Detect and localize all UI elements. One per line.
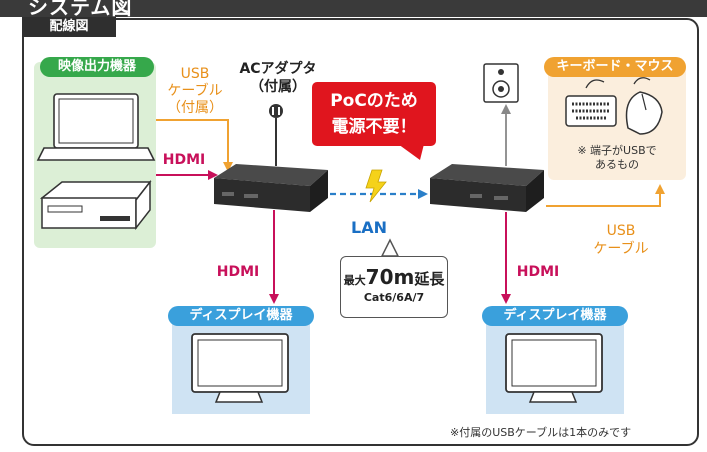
lan-spec-prefix: 最大 <box>343 274 366 287</box>
monitor-right-icon <box>505 333 603 403</box>
media-player-icon <box>39 179 152 231</box>
usb-cable-right-line1: USB <box>606 223 636 239</box>
usb-cable-included-label: USB ケーブル （付属） <box>160 66 230 117</box>
lan-spec-distance: 70m <box>365 265 415 289</box>
ac-adapter-line1: ACアダプタ <box>239 61 317 77</box>
usb-cable-right-label: USB ケーブル <box>584 222 658 258</box>
peripheral-note-line2: あるもの <box>595 158 639 171</box>
section-tab: 配線図 <box>22 17 116 37</box>
poc-callout-tail <box>398 144 424 160</box>
poc-callout-line2: 電源不要！ <box>331 117 417 137</box>
ac-plug-icon <box>269 104 283 118</box>
hdmi-in-label: HDMI <box>162 152 206 168</box>
receiver-unit <box>430 164 544 212</box>
peripheral-label: キーボード・マウス <box>544 57 686 77</box>
mouse-icon <box>625 77 663 135</box>
diagram-frame <box>22 18 699 446</box>
lan-spec-box: 最大70m延長 Cat6/6A/7 <box>340 256 448 318</box>
header-bar: システム図 <box>0 0 707 19</box>
hdmi-out-left-label: HDMI <box>216 264 260 280</box>
speaker-icon <box>483 63 519 103</box>
hdmi-out-right-arrowhead <box>501 294 511 304</box>
usb-cable-left-line <box>156 119 229 168</box>
display-left-label: ディスプレイ機器 <box>168 306 314 326</box>
usb-cable-included-line2: ケーブル <box>167 83 223 99</box>
lan-spec-cables: Cat6/6A/7 <box>363 291 425 304</box>
hdmi-out-right-label: HDMI <box>516 264 560 280</box>
lan-label: LAN <box>351 218 387 237</box>
lan-spec-pointer <box>380 238 400 257</box>
footnote: ※付属のUSBケーブルは1本のみです <box>450 426 632 439</box>
source-label: 映像出力機器 <box>40 57 154 77</box>
poc-callout: PoCのため 電源不要！ <box>312 82 436 146</box>
hdmi-in-arrowhead <box>208 170 218 180</box>
usb-right-arrowhead <box>655 184 665 194</box>
lan-arrowhead <box>418 189 428 199</box>
speaker-arrowhead <box>501 104 511 114</box>
usb-cable-included-line3: （付属） <box>167 100 223 116</box>
usb-cable-included-line1: USB <box>180 66 210 82</box>
monitor-left-icon <box>191 333 289 403</box>
ac-adapter-label: ACアダプタ （付属） <box>232 60 324 96</box>
lan-spec-suffix: 延長 <box>414 270 445 288</box>
laptop-icon <box>36 93 156 161</box>
usb-cable-right-line2: ケーブル <box>593 241 649 257</box>
ac-adapter-line2: （付属） <box>250 79 306 95</box>
poc-callout-line1: PoCのため <box>330 91 418 111</box>
usb-cable-right-line <box>546 192 661 207</box>
lightning-icon <box>365 169 387 203</box>
keyboard-icon <box>565 79 617 127</box>
peripheral-note-line1: ※ 端子がUSBで <box>577 144 657 157</box>
hdmi-out-left-arrowhead <box>269 294 279 304</box>
header-title: システム図 <box>28 0 133 19</box>
peripheral-note: ※ 端子がUSBで あるもの <box>556 144 678 172</box>
usb-left-arrowhead <box>223 162 233 172</box>
display-right-label: ディスプレイ機器 <box>482 306 628 326</box>
transmitter-unit <box>214 164 328 212</box>
